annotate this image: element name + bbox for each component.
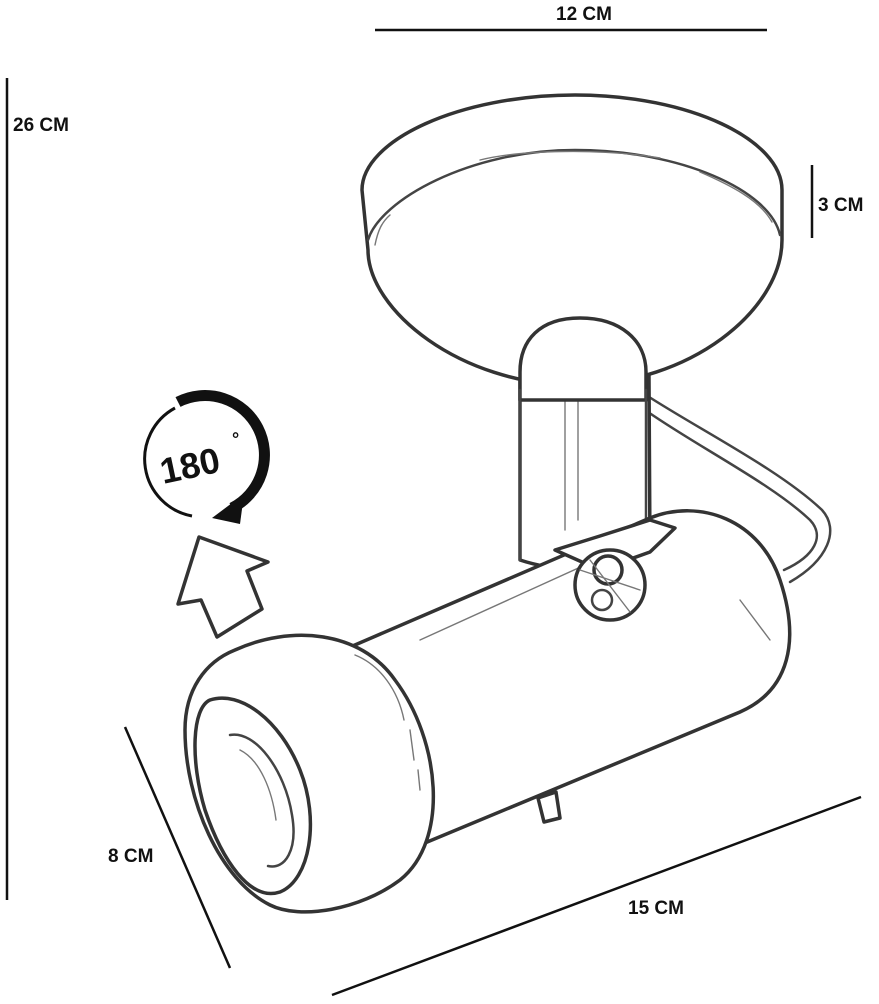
tilt-hinge [553,518,677,622]
label-head-diameter: 8 CM [108,846,153,867]
rotation-unit: ° [232,429,239,449]
rotation-arrow-icon [143,390,270,524]
dim-line-head-diameter [123,726,232,969]
dim-line-body-length [331,795,862,997]
dimension-lines [5,28,862,997]
rotation-value: 180 [156,439,223,492]
dimension-labels: 12 CM 26 CM 3 CM 8 CM 15 CM [13,4,863,919]
lamp-illustration [183,93,832,914]
up-arrow-icon [176,535,270,639]
label-base-height: 3 CM [818,195,863,216]
label-height-total: 26 CM [13,115,69,136]
ceiling-canopy [360,93,784,562]
label-width-top: 12 CM [556,4,612,25]
label-body-length: 15 CM [628,898,684,919]
spot-head [183,633,436,914]
rotation-indicator: 180 ° [143,390,270,524]
